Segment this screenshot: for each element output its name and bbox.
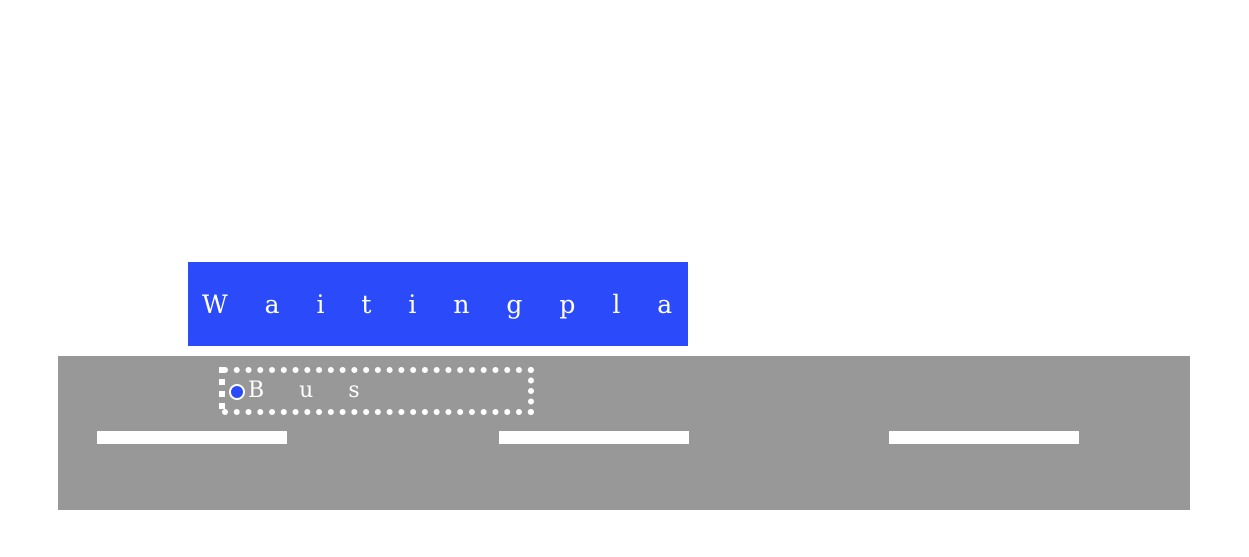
bus-label: B u s (248, 378, 374, 403)
bus-stop-bay-edge (219, 367, 225, 415)
bus-stop-bay (222, 367, 534, 415)
waiting-platform: W a i t i n g p l a t f o r m (188, 262, 927, 346)
lane-marking (97, 431, 287, 444)
lane-marking (889, 431, 1079, 444)
bus-marker-icon (229, 384, 245, 400)
platform-label: W a i t i n g p l a t f o r m (202, 289, 942, 319)
lane-marking (499, 431, 689, 444)
